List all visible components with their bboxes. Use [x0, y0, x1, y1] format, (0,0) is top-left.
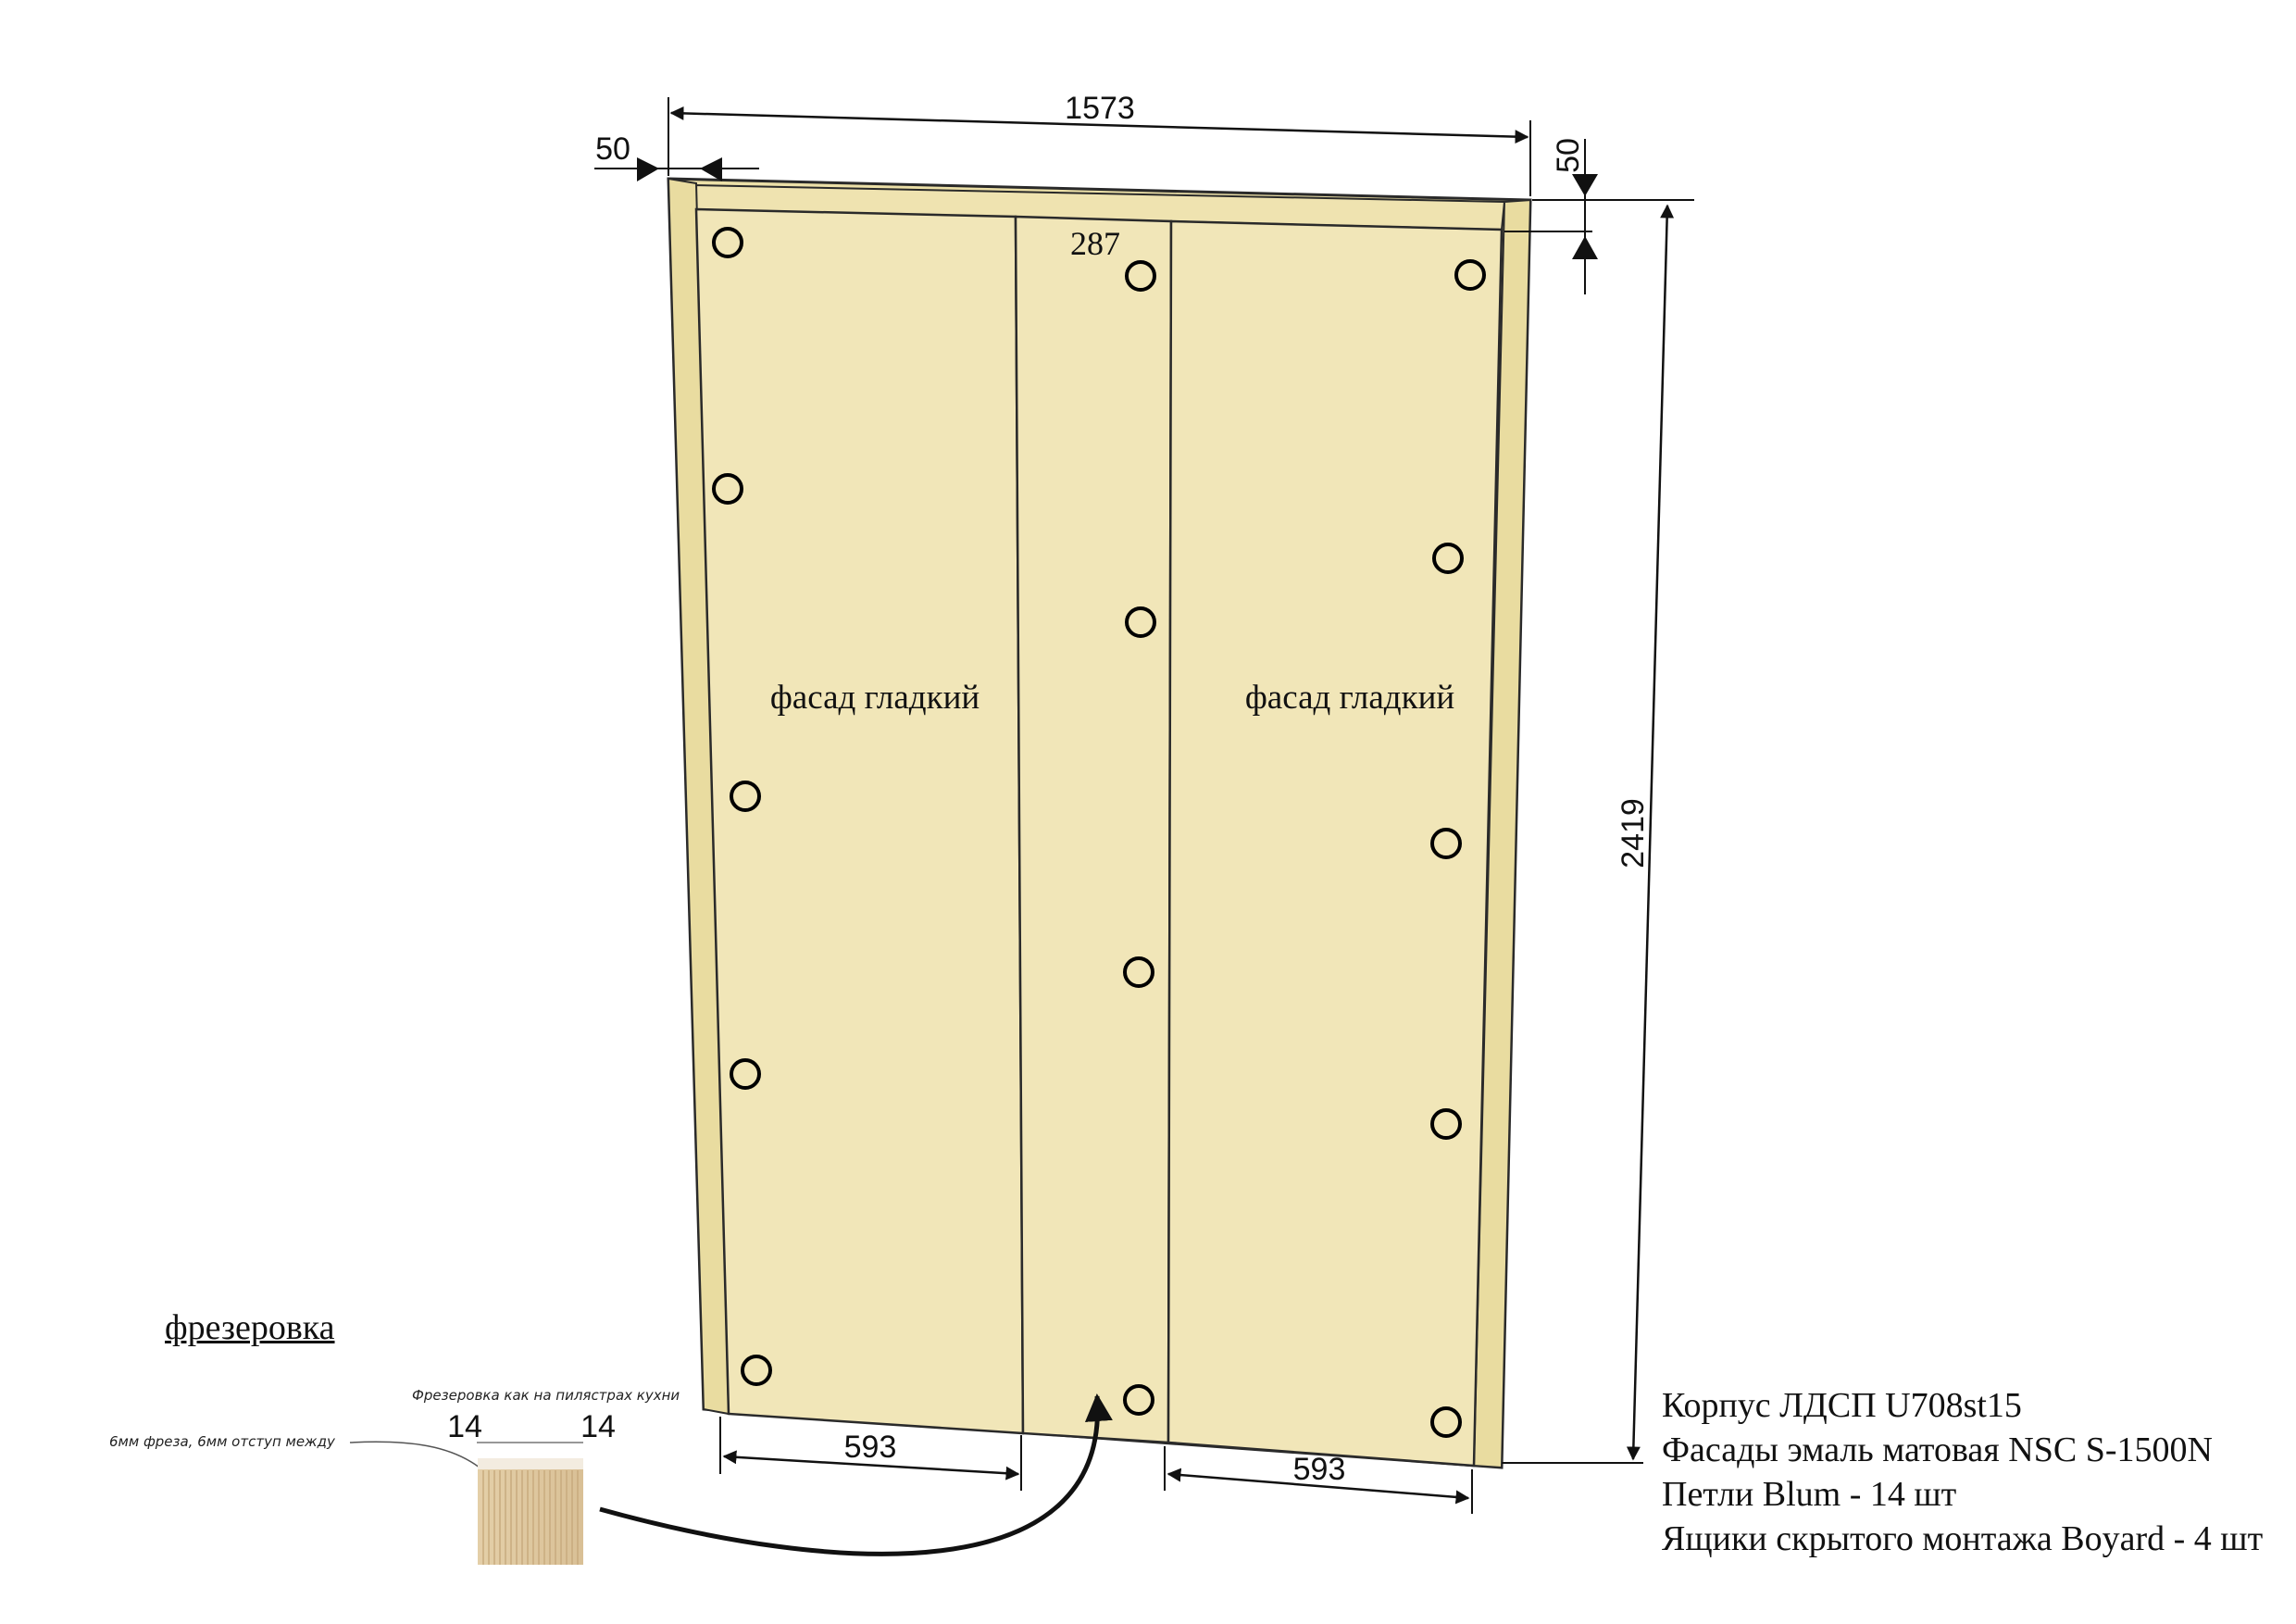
hinge-hole-4	[730, 1058, 761, 1090]
hinge-hole-3	[730, 781, 761, 812]
right-door-label: фасад гладкий	[1245, 679, 1454, 717]
width-dimension: 1573	[668, 91, 1531, 196]
milling-detail: Фрезеровка как на пилястрах кухни 6мм фр…	[109, 1387, 1113, 1565]
left-margin-dimension: 50	[594, 131, 759, 181]
width-dimension-line	[669, 106, 1529, 144]
height-dimension-line	[1626, 204, 1675, 1461]
hinge-hole-2	[712, 473, 743, 505]
right-door-width-dimension: 593	[1164, 1446, 1473, 1514]
height-dimension: 2419	[1502, 199, 1694, 1464]
left-door-width-value: 593	[844, 1430, 897, 1465]
hinge-hole-1	[712, 227, 743, 258]
hinge-hole-10	[1454, 259, 1486, 291]
spec-line-2: Фасады эмаль матовая NSC S-1500N	[1662, 1430, 2213, 1469]
height-value: 2419	[1616, 798, 1651, 868]
spec-line-3: Петли Blum - 14 шт	[1662, 1475, 1957, 1514]
milling-side-note: 6мм фреза, 6мм отступ между	[109, 1433, 336, 1450]
left-door-width-line	[722, 1450, 1020, 1480]
milling-caption: Фрезеровка как на пилястрах кухни	[412, 1387, 680, 1404]
milling-arrow	[599, 1393, 1113, 1556]
milling-heading: фрезеровка	[165, 1308, 335, 1347]
spec-list: Корпус ЛДСП U708st15 Фасады эмаль матова…	[1662, 1386, 2264, 1558]
left-margin-value: 50	[595, 131, 630, 167]
middle-width-label: 287	[1070, 225, 1120, 262]
hinge-hole-7	[1125, 606, 1156, 638]
middle-panel	[1014, 215, 1173, 1444]
hinge-hole-13	[1430, 1108, 1462, 1140]
left-door	[694, 207, 1025, 1435]
spec-line-1: Корпус ЛДСП U708st15	[1662, 1386, 2022, 1425]
left-margin-arrow-a	[637, 157, 659, 181]
milling-sample	[478, 1458, 583, 1565]
top-margin-dimension: 50	[1504, 138, 1629, 294]
width-value: 1573	[1065, 91, 1135, 126]
left-margin-arrow-b	[700, 157, 722, 181]
right-door-width-line	[1167, 1468, 1470, 1505]
hinge-hole-8	[1123, 956, 1154, 988]
milling-right-offset: 14	[580, 1409, 616, 1444]
left-door-width-dimension: 593	[719, 1417, 1022, 1491]
milling-note-leader	[349, 1441, 486, 1473]
hinge-hole-9	[1123, 1384, 1154, 1416]
hinge-hole-12	[1430, 828, 1462, 859]
hinge-holes	[712, 227, 1486, 1438]
milling-left-offset: 14	[447, 1409, 482, 1444]
right-door-width-value: 593	[1293, 1452, 1346, 1487]
top-margin-arrow-a	[1572, 174, 1598, 196]
spec-line-4: Ящики скрытого монтажа Boyard - 4 шт	[1662, 1519, 2264, 1558]
hinge-hole-6	[1125, 260, 1156, 292]
hinge-hole-14	[1430, 1406, 1462, 1438]
hinge-hole-5	[741, 1355, 772, 1386]
cabinet-body	[667, 177, 1532, 1469]
milling-grooves	[482, 1470, 579, 1565]
milling-sample-top	[478, 1458, 583, 1469]
right-door	[1167, 219, 1504, 1468]
hinge-hole-11	[1432, 543, 1464, 574]
top-margin-arrow-b	[1572, 236, 1598, 259]
left-door-label: фасад гладкий	[770, 679, 980, 717]
top-margin-value: 50	[1551, 138, 1586, 173]
